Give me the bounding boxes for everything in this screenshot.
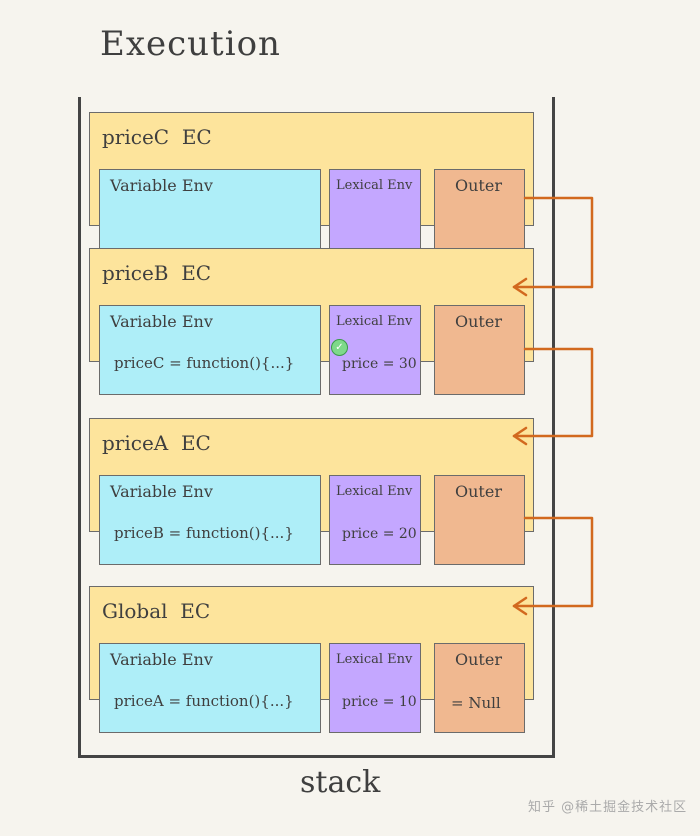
arrowhead-icon — [512, 426, 528, 446]
execution-context-priceb: priceB EC Variable Env priceC = function… — [89, 248, 534, 395]
diagram-title: Execution — [100, 24, 281, 64]
stack-right-wall — [552, 97, 555, 757]
lexical-env-value: price = 30 — [342, 356, 417, 372]
lexical-env-value: price = 20 — [342, 526, 417, 542]
ec-title: priceC EC — [102, 125, 212, 149]
stack-floor — [78, 755, 555, 758]
outer-arrow-priceb-to-pricea — [512, 347, 594, 438]
outer-arrow-pricea-to-global — [512, 516, 594, 608]
variable-env-value: priceA = function(){...} — [114, 692, 294, 710]
variable-env-label: Variable Env — [110, 650, 213, 669]
ec-title: Global EC — [102, 599, 211, 623]
variable-env-label: Variable Env — [110, 176, 213, 195]
outer-box: Outer — [434, 475, 525, 565]
variable-env-box: Variable Env priceB = function(){...} — [99, 475, 321, 565]
lexical-env-box: Lexical Env price = 30 — [329, 305, 421, 395]
outer-arrow-pricec-to-priceb — [512, 196, 594, 289]
variable-env-value: priceB = function(){...} — [114, 524, 294, 542]
lexical-env-box: Lexical Env price = 20 — [329, 475, 421, 565]
variable-env-label: Variable Env — [110, 482, 213, 501]
arrowhead-icon — [512, 277, 528, 297]
lexical-env-box: Lexical Env price = 10 — [329, 643, 421, 733]
outer-box: Outer = Null — [434, 643, 525, 733]
lexical-env-label: Lexical Env — [336, 178, 413, 193]
lexical-env-label: Lexical Env — [336, 652, 413, 667]
watermark: 知乎 @稀土掘金技术社区 — [528, 800, 688, 815]
outer-label: Outer — [455, 312, 502, 331]
variable-env-box: Variable Env — [99, 169, 321, 259]
execution-context-pricec: priceC EC Variable Env Lexical Env Outer — [89, 112, 534, 259]
lexical-env-label: Lexical Env — [336, 314, 413, 329]
lexical-env-box: Lexical Env — [329, 169, 421, 259]
arrowhead-icon — [512, 596, 528, 616]
check-icon: ✓ — [331, 339, 348, 356]
lexical-env-label: Lexical Env — [336, 484, 413, 499]
variable-env-box: Variable Env priceC = function(){...} — [99, 305, 321, 395]
ec-title: priceA EC — [102, 431, 211, 455]
outer-label: Outer — [455, 176, 502, 195]
outer-label: Outer — [455, 482, 502, 501]
outer-value: = Null — [451, 694, 501, 712]
variable-env-label: Variable Env — [110, 312, 213, 331]
variable-env-value: priceC = function(){...} — [114, 354, 295, 372]
ec-title: priceB EC — [102, 261, 212, 285]
outer-box: Outer — [434, 305, 525, 395]
execution-context-global: Global EC Variable Env priceA = function… — [89, 586, 534, 733]
outer-label: Outer — [455, 650, 502, 669]
stack-left-wall — [78, 97, 81, 757]
lexical-env-value: price = 10 — [342, 694, 417, 710]
stack-label: stack — [300, 765, 381, 800]
execution-context-pricea: priceA EC Variable Env priceB = function… — [89, 418, 534, 565]
variable-env-box: Variable Env priceA = function(){...} — [99, 643, 321, 733]
